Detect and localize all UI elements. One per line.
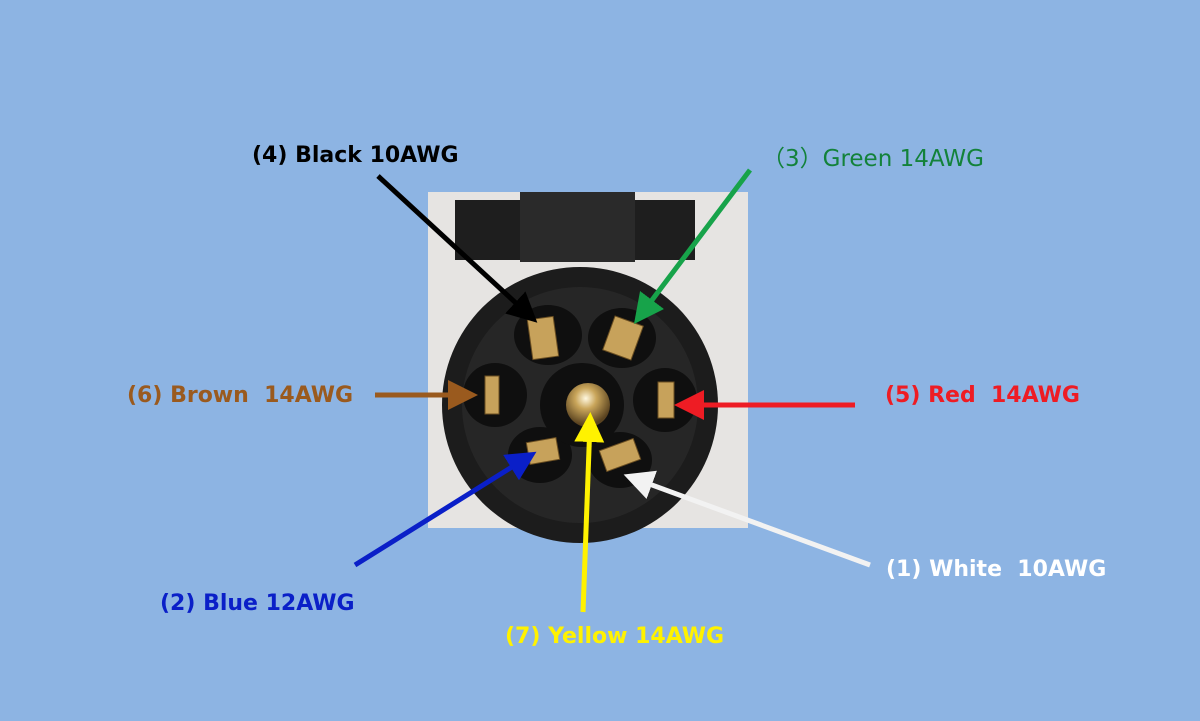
label-white: (1) White 10AWG <box>886 557 1106 582</box>
center-pin <box>566 383 610 427</box>
label-black: (4) Black 10AWG <box>252 143 459 168</box>
arrow-blue <box>353 451 537 568</box>
arrow-green <box>633 168 752 324</box>
arrow-yellow <box>574 412 605 613</box>
label-blue: (2) Blue 12AWG <box>160 591 355 616</box>
label-yellow: (7) Yellow 14AWG <box>505 624 724 649</box>
label-red: (5) Red 14AWG <box>885 383 1080 408</box>
label-brown: (6) Brown 14AWG <box>127 383 353 408</box>
arrow-black <box>376 174 538 323</box>
arrow-white <box>623 470 871 568</box>
label-green: （3）Green 14AWG <box>762 146 984 172</box>
